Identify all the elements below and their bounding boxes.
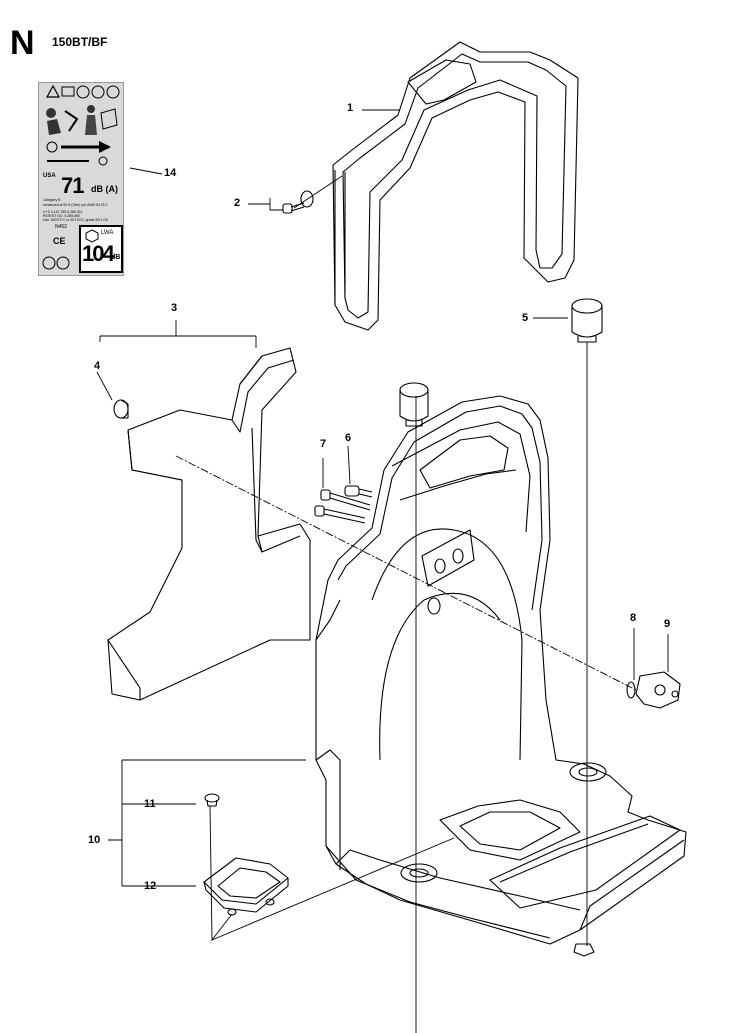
part-3-backpad	[107, 347, 311, 701]
decal-lwa-box: LWA 104 dB	[79, 225, 123, 273]
part-6-7-bolts	[314, 485, 373, 524]
part-8-9-handle-end	[626, 671, 681, 709]
model-number: 150BT/BF	[52, 35, 108, 49]
callout-11: 11	[144, 798, 156, 810]
leader-lines	[96, 109, 669, 1033]
decal-line-4: PATENT NO. 5,285,660	[43, 214, 80, 218]
callout-1: 1	[347, 102, 354, 114]
part-1-frame	[332, 41, 579, 331]
decal-lwa-label: LWA	[101, 230, 114, 236]
bottom-foot	[573, 943, 595, 957]
callout-2: 2	[234, 197, 241, 209]
callout-12: 12	[144, 880, 157, 892]
decal-db-value: 71	[61, 173, 85, 198]
grommet-top-middle	[399, 382, 429, 427]
backplate-base	[315, 395, 687, 945]
decal-lwa-value: 104	[82, 241, 115, 266]
callout-7: 7	[320, 438, 327, 450]
decal-lwa-unit: dB	[111, 254, 121, 261]
part-4-plug	[113, 399, 129, 419]
part-5-grommet	[571, 298, 603, 343]
decal-pictograms	[45, 84, 120, 166]
decal-ce-mark: CE	[53, 236, 66, 246]
callout-3: 3	[171, 302, 178, 314]
decal-line-2: measured at 50 ft (15m) per ANSI B175.2	[43, 203, 108, 207]
callout-10: 10	[88, 834, 101, 846]
callout-9: 9	[664, 618, 671, 630]
part-12-bracket	[203, 857, 289, 916]
decal-db-unit: dB (A)	[91, 184, 118, 194]
part-2-bolt	[282, 190, 314, 214]
callout-14: 14	[164, 167, 177, 179]
callout-4: 4	[94, 360, 101, 372]
decal-usa: USA	[43, 173, 56, 179]
decal-line-1: Category B	[43, 198, 61, 202]
section-letter: N	[10, 24, 35, 62]
decal-line-5: Use JASO FC or ISO EGC grade 50:1 Oil	[43, 218, 108, 222]
callout-6: 6	[345, 432, 352, 444]
decal-cert-icons	[42, 256, 70, 270]
part-11-clip	[204, 793, 220, 807]
decal-line-3: U+S 4,112,785 6,286,311	[43, 210, 83, 214]
warning-decal: USA 71 dB (A) Category B measured at 50 …	[38, 82, 124, 276]
hexagon-icon	[85, 229, 99, 243]
callout-8: 8	[630, 612, 637, 624]
callout-5: 5	[522, 312, 529, 324]
decal-code: N452	[55, 224, 67, 230]
